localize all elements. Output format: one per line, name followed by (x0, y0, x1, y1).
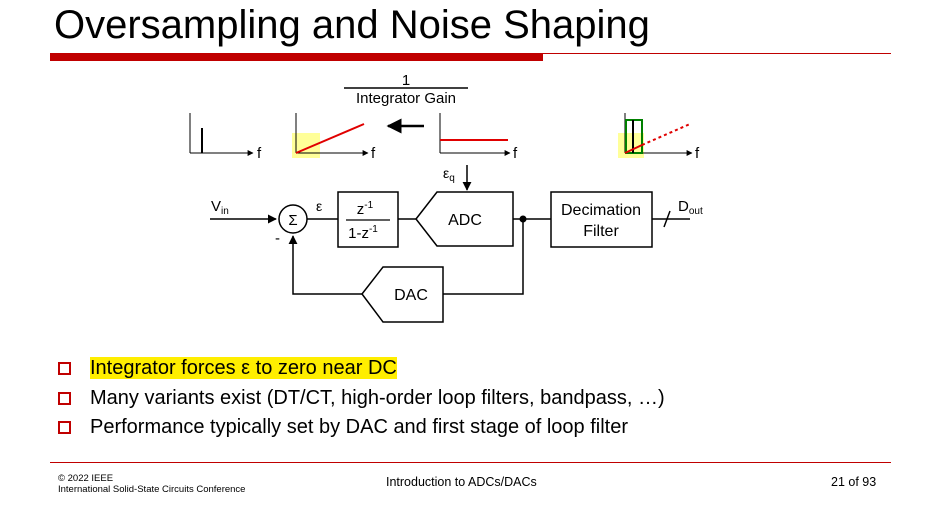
bullet-text-highlighted: Integrator forces ε to zero near DC (90, 357, 397, 379)
minus-sign: - (275, 230, 280, 247)
dout-label: Dout (678, 198, 703, 217)
epsilon-label: ε (316, 198, 322, 214)
sigma-delta-diagram: 1 Integrator Gain f f f f Vin (189, 72, 703, 323)
feedback-wire-right (443, 219, 524, 295)
feedback-wire-left (288, 235, 362, 295)
decimation-label-line2: Filter (583, 223, 619, 240)
plot-freq-label: f (257, 145, 262, 162)
bullet-square-icon (58, 362, 71, 375)
plot-shaped-noise: f (292, 113, 376, 162)
footer-divider (50, 462, 891, 463)
slide-title: Oversampling and Noise Shaping (54, 3, 650, 47)
tf-numerator: z-1 (357, 200, 374, 218)
footer-copyright: © 2022 IEEE (58, 473, 114, 484)
bullet-square-icon (58, 421, 71, 434)
sum-symbol: Σ (288, 212, 297, 229)
plot-freq-label: f (371, 145, 376, 162)
bullet-square-icon (58, 391, 71, 405)
footer-course-title: Introduction to ADCs/DACs (386, 475, 537, 489)
plot-input-spectrum: f (189, 113, 262, 162)
bus-slash (663, 210, 671, 228)
plot-freq-label: f (695, 145, 700, 162)
decimation-filter-block (550, 191, 653, 248)
tf-denominator: 1-z-1 (348, 224, 378, 242)
bullet-item: Many variants exist (DT/CT, high-order l… (58, 384, 665, 414)
bullet-item: Performance typically set by DAC and fir… (58, 413, 665, 443)
footer-copyright-block: © 2022 IEEE International Solid-State Ci… (58, 473, 245, 495)
footer-page-number: 21 of 93 (831, 475, 877, 489)
vin-label: Vin (211, 198, 229, 217)
footer-conference: International Solid-State Circuits Confe… (58, 484, 246, 495)
title-accent-bar (50, 53, 543, 61)
gain-denominator: Integrator Gain (356, 90, 456, 107)
dac-label: DAC (394, 287, 428, 304)
adc-label: ADC (448, 212, 482, 229)
gain-numerator: 1 (402, 72, 410, 89)
decimation-label-line1: Decimation (561, 202, 641, 219)
bullet-item: Integrator forces ε to zero near DC (58, 354, 665, 384)
dac-block (361, 266, 444, 323)
plot-flat-noise: f (439, 113, 518, 162)
plot-decimation-window: f (618, 113, 700, 162)
bullet-list: Integrator forces ε to zero near DC Many… (58, 354, 665, 443)
bullet-text: Performance typically set by DAC and fir… (90, 416, 629, 438)
bullet-text: Many variants exist (DT/CT, high-order l… (90, 386, 665, 409)
plot-freq-label: f (513, 145, 518, 162)
eq-label: εq (443, 165, 455, 184)
